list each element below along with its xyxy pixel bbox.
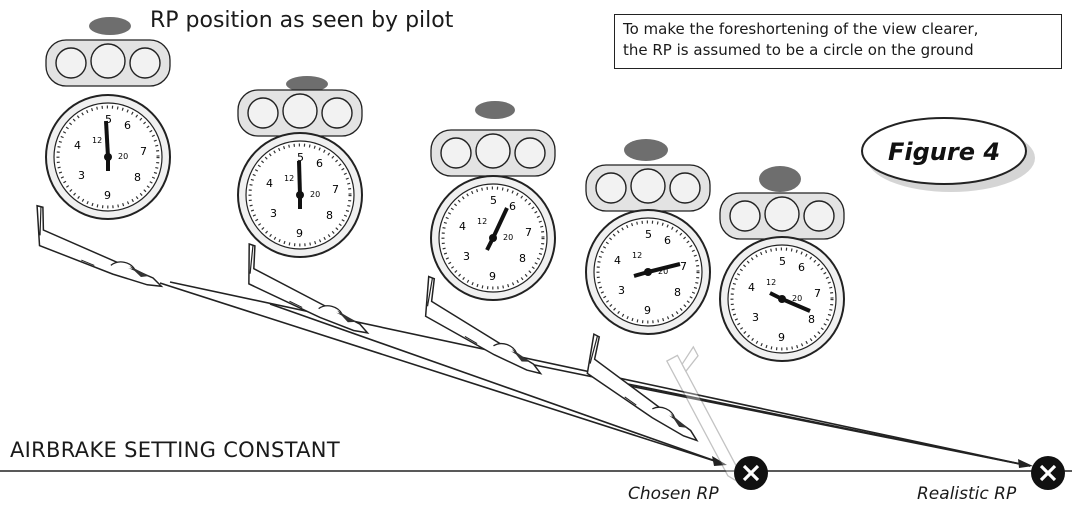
instrument-panel-icon xyxy=(431,130,555,300)
instrument-panel-icon xyxy=(720,193,844,361)
chosen-rp-label: Chosen RP xyxy=(628,484,719,504)
glider-icon xyxy=(234,244,383,335)
instrument-panel-icon xyxy=(46,40,170,219)
figure-badge: Figure 4 xyxy=(862,118,1035,192)
figure-label: Figure 4 xyxy=(888,138,1000,166)
legend-label: RP position as seen by pilot xyxy=(150,8,453,33)
rp-marker-icon xyxy=(624,139,668,161)
note-line-1: To make the foreshortening of the view c… xyxy=(623,19,1053,40)
note-box: To make the foreshortening of the view c… xyxy=(614,14,1062,69)
rp-marker-icon xyxy=(89,17,131,35)
note-line-2: the RP is assumed to be a circle on the … xyxy=(623,40,1053,61)
rp-marker-icon xyxy=(475,101,515,119)
realistic-rp-label: Realistic RP xyxy=(917,484,1016,504)
x-marker-icon xyxy=(1031,456,1065,490)
instrument-panel-icon xyxy=(238,90,362,257)
rp-marker-icon xyxy=(759,166,801,192)
instrument-panel-icon xyxy=(586,165,710,334)
ground-label: AIRBRAKE SETTING CONSTANT xyxy=(10,438,340,462)
x-marker-icon xyxy=(734,456,768,490)
